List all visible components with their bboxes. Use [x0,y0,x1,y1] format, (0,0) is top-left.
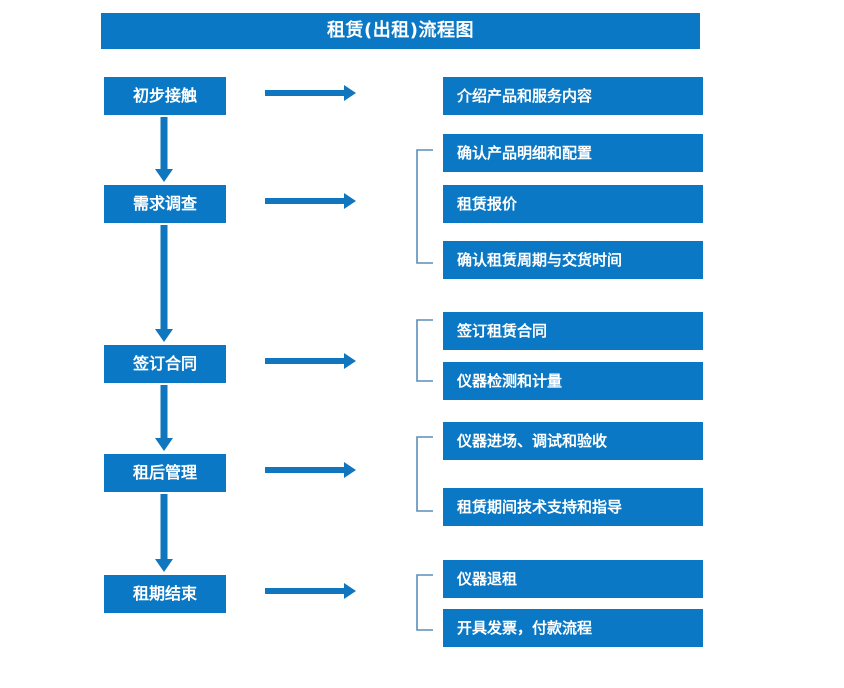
detail-box-invoice-payment[interactable]: 开具发票，付款流程 [443,609,703,647]
bracket-path [416,149,433,264]
bracket-path [416,319,433,382]
detail-box-instrument-entry-commissioning[interactable]: 仪器进场、调试和验收 [443,422,703,460]
detail-label: 仪器进场、调试和验收 [457,431,608,450]
arrow-stem [160,117,168,169]
arrow-manage-to-end [155,494,173,572]
arrow-stem [265,467,344,473]
arrow-head [344,583,356,599]
arrow-end-to-details [265,583,356,599]
arrow-survey-to-details [265,193,356,209]
bracket-end-group [416,574,433,631]
detail-box-confirm-product-spec[interactable]: 确认产品明细和配置 [443,134,703,172]
arrow-contact-to-survey [155,117,173,182]
detail-box-instrument-return[interactable]: 仪器退租 [443,560,703,598]
detail-label: 确认租赁周期与交货时间 [457,250,623,269]
detail-label: 确认产品明细和配置 [457,143,593,162]
stage-box-demand-survey[interactable]: 需求调查 [104,185,226,223]
arrow-stem [160,385,168,438]
arrow-head [155,438,173,451]
arrow-head [344,193,356,209]
flowchart-title-bar: 租赁(出租)流程图 [101,13,700,49]
detail-box-instrument-inspection[interactable]: 仪器检测和计量 [443,362,703,400]
arrow-contact-to-details [265,85,356,101]
detail-label: 签订租赁合同 [457,321,548,340]
detail-box-confirm-period-delivery[interactable]: 确认租赁周期与交货时间 [443,241,703,279]
detail-label: 介绍产品和服务内容 [457,86,593,105]
stage-box-rental-end[interactable]: 租期结束 [104,575,226,613]
stage-box-initial-contact[interactable]: 初步接触 [104,77,226,115]
arrow-head [344,462,356,478]
stage-label: 租后管理 [132,463,197,482]
stage-label: 初步接触 [132,86,197,105]
arrow-stem [160,494,168,559]
detail-label: 租赁期间技术支持和指导 [457,497,623,516]
arrow-stem [265,588,344,594]
arrow-head [155,329,173,342]
detail-label: 仪器退租 [457,569,518,588]
arrow-stem [265,358,344,364]
detail-label: 开具发票，付款流程 [457,618,593,637]
arrow-contract-to-manage [155,385,173,451]
stage-box-post-rental-management[interactable]: 租后管理 [104,454,226,492]
detail-box-introduce-products[interactable]: 介绍产品和服务内容 [443,77,703,115]
detail-label: 租赁报价 [457,194,518,213]
detail-box-rental-quotation[interactable]: 租赁报价 [443,185,703,223]
stage-label: 租期结束 [132,584,197,603]
detail-box-sign-rental-contract[interactable]: 签订租赁合同 [443,312,703,350]
bracket-path [416,436,433,512]
detail-box-technical-support[interactable]: 租赁期间技术支持和指导 [443,488,703,526]
arrow-head [155,169,173,182]
bracket-path [416,574,433,631]
bracket-survey-group [416,149,433,264]
arrow-survey-to-contract [155,225,173,342]
arrow-manage-to-details [265,462,356,478]
arrow-head [344,353,356,369]
arrow-stem [265,198,344,204]
stage-box-sign-contract[interactable]: 签订合同 [104,345,226,383]
arrow-head [155,559,173,572]
bracket-manage-group [416,436,433,512]
arrow-stem [160,225,168,329]
bracket-contract-group [416,319,433,382]
arrow-head [344,85,356,101]
arrow-stem [265,90,344,96]
arrow-contract-to-details [265,353,356,369]
stage-label: 需求调查 [132,194,197,213]
detail-label: 仪器检测和计量 [457,371,563,390]
stage-label: 签订合同 [132,354,197,373]
page-title: 租赁(出租)流程图 [327,20,474,41]
